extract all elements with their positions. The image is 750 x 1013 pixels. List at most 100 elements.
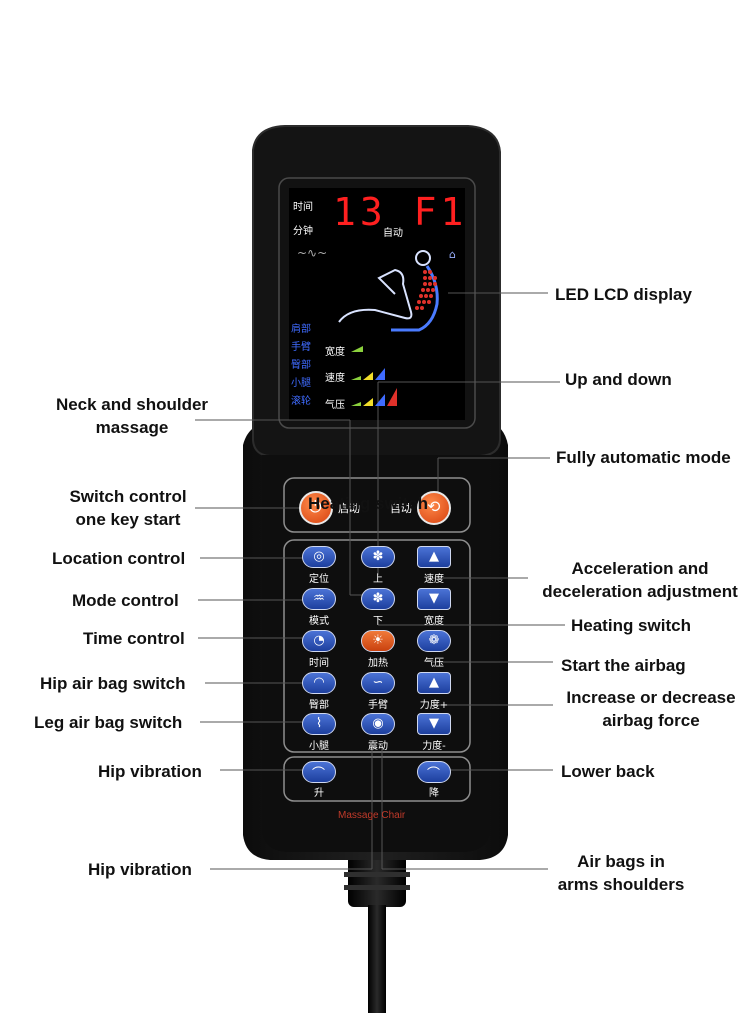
label-accel-line1: Acceleration and: [571, 559, 709, 578]
raise-caption: 升: [314, 788, 324, 799]
lcd-minute-label: 分钟: [293, 226, 313, 237]
leg-button[interactable]: ⌇: [302, 713, 336, 735]
hip-icon: ◠: [313, 675, 325, 690]
mode-icon: ♒: [313, 591, 325, 606]
lcd-width-label: 宽度: [325, 347, 345, 358]
vibrate-button[interactable]: ◉: [361, 713, 395, 735]
heat-button[interactable]: ☀: [361, 630, 395, 652]
flower-icon: ✽: [372, 591, 384, 606]
leg-icon: ⌇: [315, 716, 323, 731]
lcd-body-part: 肩部: [291, 324, 311, 335]
location-icon: ◎: [313, 549, 325, 564]
label-full-auto: Fully automatic mode: [556, 448, 731, 467]
lcd-digits: 13 F1: [333, 190, 468, 234]
label-acceleration: Acceleration and deceleration adjustment: [530, 557, 750, 603]
power-icon: ⏻: [309, 497, 322, 516]
button-caption: 下: [373, 616, 383, 627]
button-caption: 手臂: [368, 700, 388, 711]
label-accel-line2: deceleration adjustment: [542, 582, 738, 601]
lcd-body-part: 滚轮: [291, 396, 311, 407]
lcd-time-label: 时间: [293, 202, 313, 213]
arrow-down-icon: ▼: [429, 591, 439, 606]
location-button[interactable]: ◎: [302, 546, 336, 568]
force-up-button[interactable]: ▲: [417, 672, 451, 694]
label-switch-line2: one key start: [75, 510, 181, 529]
lcd-body-part: 臀部: [291, 360, 311, 371]
label-hip-airbag: Hip air bag switch: [40, 674, 186, 693]
hip-button[interactable]: ◠: [302, 672, 336, 694]
label-switch-line1: Switch control: [69, 487, 187, 506]
label-arms-line1: Air bags in: [577, 852, 665, 871]
time-icon: ◔: [313, 633, 325, 648]
button-caption: 力度+: [419, 700, 449, 711]
vibrate-icon: ◉: [372, 716, 384, 731]
button-caption: 定位: [309, 574, 329, 585]
label-neck-line1: Neck and shoulder: [55, 395, 209, 414]
button-caption: 加热: [368, 658, 388, 669]
brand-label: Massage Chair: [338, 810, 406, 821]
label-hip-vibration: Hip vibration: [98, 762, 202, 781]
button-caption: 宽度: [424, 616, 444, 627]
down-button[interactable]: ✽: [361, 588, 395, 610]
time-button[interactable]: ◔: [302, 630, 336, 652]
label-hip-vibration-2: Hip vibration: [88, 860, 192, 879]
label-force: Increase or decrease airbag force: [553, 686, 749, 732]
power-button[interactable]: ⏻: [299, 491, 333, 525]
lcd-speed-label: 速度: [325, 373, 345, 384]
label-neck-shoulder: Neck and shoulder massage: [40, 393, 224, 439]
lcd-body-part: 小腿: [291, 378, 311, 389]
label-mode: Mode control: [72, 591, 179, 610]
label-arms-line2: arms shoulders: [557, 875, 685, 894]
arm-button[interactable]: ∽: [361, 672, 395, 694]
label-neck-line2: massage: [95, 418, 169, 437]
label-start-airbag: Start the airbag: [561, 656, 686, 675]
auto-refresh-icon: ⟲: [427, 497, 441, 516]
raise-button[interactable]: ⌒: [302, 761, 336, 783]
arrow-down-icon: ▼: [429, 716, 439, 731]
lcd-auto-label: 自动: [383, 228, 403, 239]
lcd-chair-figure-icon: [338, 250, 439, 332]
arrow-up-icon: ▲: [429, 675, 439, 690]
lcd-body-part: 手臂: [291, 342, 311, 353]
speed-down-button[interactable]: ▼: [417, 588, 451, 610]
lcd-home-icon: ⌂: [449, 248, 456, 261]
button-caption: 气压: [424, 658, 444, 669]
label-led-lcd: LED LCD display: [555, 285, 692, 304]
lower-caption: 降: [429, 788, 439, 799]
label-force-line1: Increase or decrease: [566, 688, 736, 707]
label-heating: Heating switch: [571, 616, 691, 635]
button-caption: 模式: [309, 616, 329, 627]
label-force-line2: airbag force: [602, 711, 700, 730]
mode-button[interactable]: ♒: [302, 588, 336, 610]
arm-icon: ∽: [372, 675, 384, 690]
sun-icon: ☀: [372, 633, 384, 648]
button-caption: 臀部: [309, 700, 329, 711]
lcd-body-parts: 肩部 手臂 臀部 小腿 滚轮: [291, 320, 321, 410]
button-caption: 时间: [309, 658, 329, 669]
label-up-down: Up and down: [565, 370, 672, 389]
force-down-button[interactable]: ▼: [417, 713, 451, 735]
auto-button[interactable]: ⟲: [417, 491, 451, 525]
button-caption: 力度-: [422, 741, 446, 752]
lower-button[interactable]: ⌒: [417, 761, 451, 783]
label-switch-control: Switch control one key start: [48, 485, 208, 531]
label-arms-shoulders: Air bags in arms shoulders: [548, 850, 694, 896]
air-button[interactable]: ❁: [417, 630, 451, 652]
lower-icon: ⌒: [427, 767, 441, 782]
button-caption: 上: [373, 574, 383, 585]
lcd-level-bars: [351, 346, 397, 406]
auto-label: 自动: [390, 502, 412, 515]
button-caption: 震动: [368, 741, 388, 752]
up-button[interactable]: ✽: [361, 546, 395, 568]
lcd-pressure-label: 气压: [325, 400, 345, 411]
label-lower-back: Lower back: [561, 762, 655, 781]
power-label: 启动: [338, 502, 360, 515]
button-caption: 小腿: [309, 741, 329, 752]
speed-up-button[interactable]: ▲: [417, 546, 451, 568]
button-caption: 速度: [424, 574, 444, 585]
heating-switch-overlay: Heating switch: [308, 494, 428, 513]
lcd-display: 时间 分钟 13 F1 自动 ~∿~ ⌂ 肩部 手臂 臀部 小腿 滚轮: [289, 188, 465, 420]
airbag-icon: ❁: [428, 633, 440, 648]
flower-icon: ✽: [372, 549, 384, 564]
